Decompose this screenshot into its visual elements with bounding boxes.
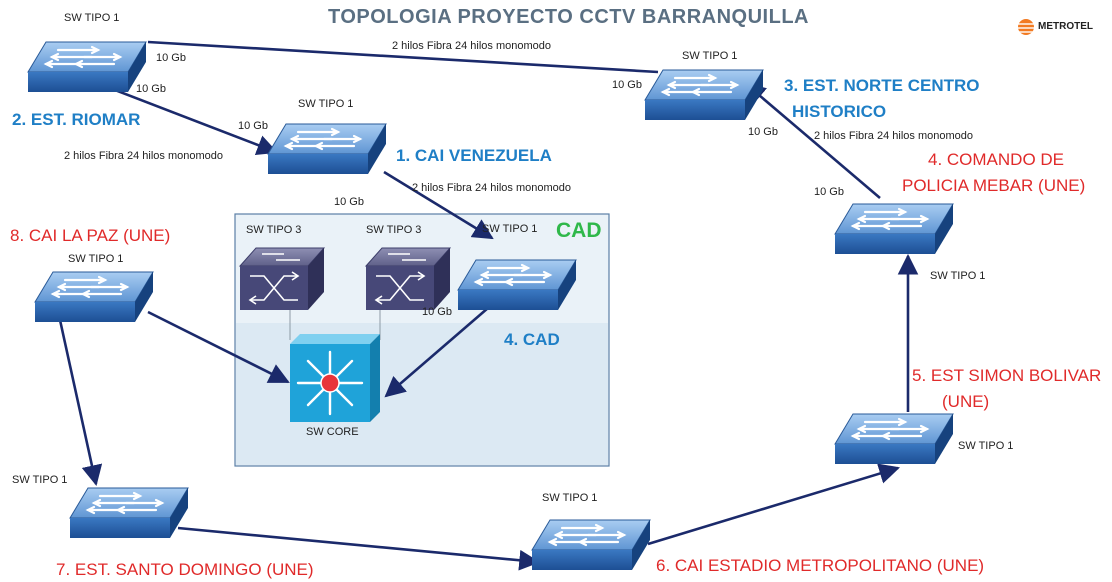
sw-label-comando: SW TIPO 1 <box>930 270 986 282</box>
link-lapaz-core <box>147 310 290 384</box>
switch-cad <box>456 258 578 312</box>
site-label-cad: 4. CAD <box>504 330 560 349</box>
switch-type3-left <box>239 247 325 311</box>
sw-label-core: SW CORE <box>306 426 359 438</box>
site-label-lapaz: 8. CAI LA PAZ (UNE) <box>10 226 171 245</box>
sw-label-santodomingo: SW TIPO 1 <box>12 474 68 486</box>
site-label-santodomingo: 7. EST. SANTO DOMINGO (UNE) <box>56 560 314 579</box>
speed-label-5: 10 Gb <box>748 126 778 138</box>
sw-label-lapaz: SW TIPO 1 <box>68 253 124 265</box>
switch-estadio <box>530 518 652 572</box>
switch-lapaz <box>33 270 155 324</box>
link-cad-core <box>384 307 489 398</box>
link-santodomingo-estadio <box>177 526 541 571</box>
sw-label-simon: SW TIPO 1 <box>958 440 1014 452</box>
switch-norte <box>643 68 765 122</box>
switch-comando <box>833 202 955 256</box>
fiber-label-2: 2 hilos Fibra 24 hilos monomodo <box>64 150 223 162</box>
site-label-norte-1: 3. EST. NORTE CENTRO <box>784 76 980 95</box>
site-label-venezuela: 1. CAI VENEZUELA <box>396 146 552 165</box>
speed-label-6: 10 Gb <box>814 186 844 198</box>
site-label-norte-2: HISTORICO <box>792 102 887 121</box>
link-comando-norte <box>744 82 881 199</box>
sw-label-cad: SW TIPO 1 <box>482 223 538 235</box>
sw-label-estadio: SW TIPO 1 <box>542 492 598 504</box>
metrotel-logo-icon <box>1018 19 1034 35</box>
sw-label-riomar: SW TIPO 1 <box>64 12 120 24</box>
link-estadio-simon <box>647 463 900 546</box>
fiber-label-3: 2 hilos Fibra 24 hilos monomodo <box>412 182 571 194</box>
speed-label-4: 10 Gb <box>612 79 642 91</box>
network-links <box>58 40 919 571</box>
fiber-label-4: 2 hilos Fibra 24 hilos monomodo <box>814 130 973 142</box>
diagram-title: TOPOLOGIA PROYECTO CCTV BARRANQUILLA <box>328 6 809 28</box>
site-label-simon-1: 5. EST SIMON BOLIVAR <box>912 366 1102 385</box>
speed-label-8: 10 Gb <box>422 306 452 318</box>
speed-label-2: 10 Gb <box>136 83 166 95</box>
core-switch-icon <box>290 334 380 422</box>
site-label-comando-2: POLICIA MEBAR (UNE) <box>902 176 1086 195</box>
site-label-comando-1: 4. COMANDO DE <box>928 150 1065 169</box>
link-venezuela-cad <box>383 170 494 240</box>
sw-label-type3-right: SW TIPO 3 <box>366 224 422 236</box>
site-label-simon-2: (UNE) <box>942 392 990 411</box>
sw-label-venezuela: SW TIPO 1 <box>298 98 354 110</box>
metrotel-logo: METROTEL <box>1038 21 1093 32</box>
switch-type3-right <box>365 247 451 311</box>
link-lapaz-santodomingo <box>58 319 103 487</box>
fiber-label-1: 2 hilos Fibra 24 hilos monomodo <box>392 40 551 52</box>
switch-riomar <box>26 40 148 94</box>
site-label-riomar: 2. EST. RIOMAR <box>12 110 141 129</box>
link-riomar-norte <box>147 40 659 74</box>
sw-label-type3-left: SW TIPO 3 <box>246 224 302 236</box>
link-riomar-venezuela <box>114 88 278 155</box>
switch-simon <box>833 412 955 466</box>
switch-venezuela <box>266 122 388 176</box>
sw-label-norte: SW TIPO 1 <box>682 50 738 62</box>
speed-label-3: 10 Gb <box>238 120 268 132</box>
site-label-estadio: 6. CAI ESTADIO METROPOLITANO (UNE) <box>656 556 985 575</box>
speed-label-1: 10 Gb <box>156 52 186 64</box>
cad-box-label: CAD <box>556 219 602 242</box>
speed-label-7: 10 Gb <box>334 196 364 208</box>
switch-santodomingo <box>68 486 190 540</box>
